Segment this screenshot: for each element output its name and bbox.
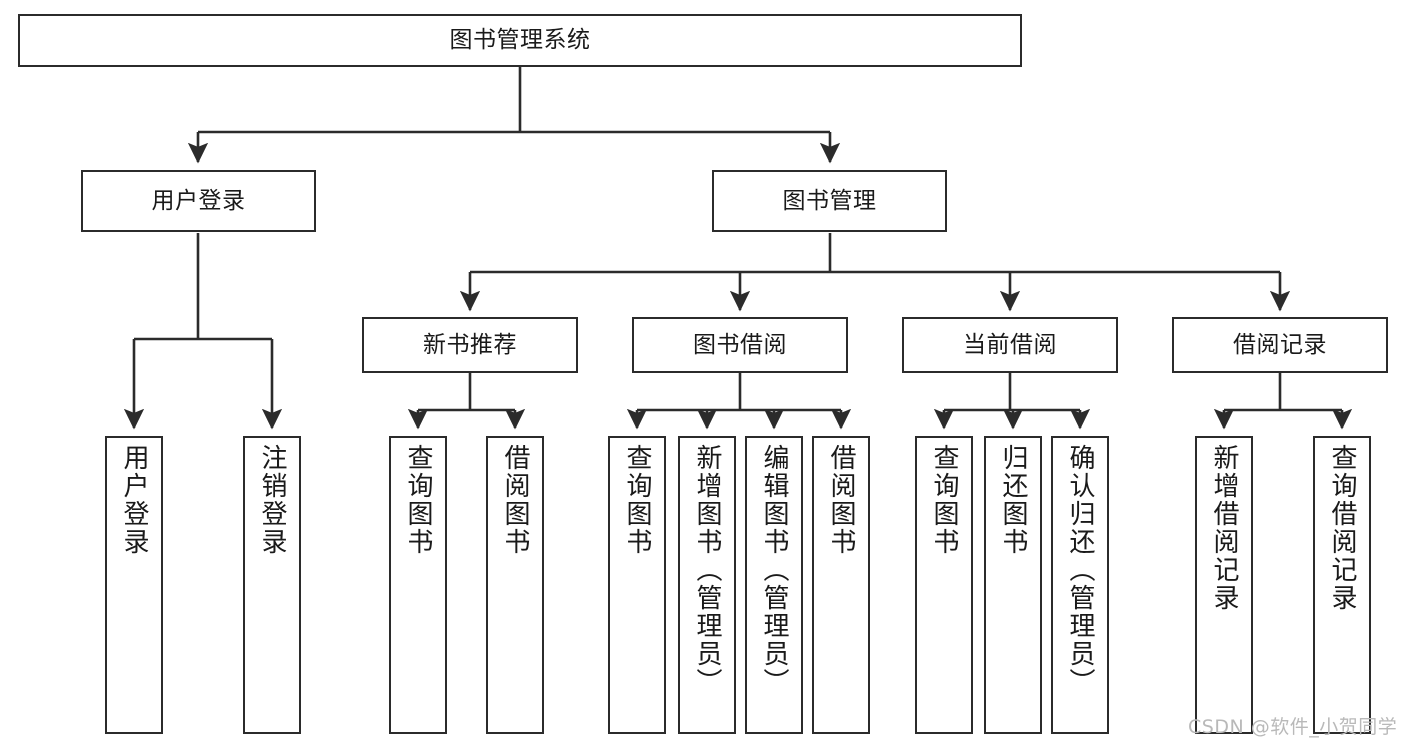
node-label: 新书推荐 <box>423 331 517 358</box>
node-user-login[interactable]: 用户登录 <box>81 170 316 232</box>
node-label: 图书管理 <box>782 187 877 214</box>
node-leaf-query-book-borrow[interactable]: 查询图书 <box>608 436 666 734</box>
node-borrow-record[interactable]: 借阅记录 <box>1172 317 1388 373</box>
node-label: 图书管理系统 <box>449 27 591 54</box>
node-leaf-add-borrow-record[interactable]: 新增借阅记录 <box>1195 436 1253 734</box>
node-leaf-query-book-current[interactable]: 查询图书 <box>915 436 973 734</box>
node-label: 用户登录 <box>151 187 246 214</box>
node-label: 借阅图书 <box>826 444 857 556</box>
node-current-borrow[interactable]: 当前借阅 <box>902 317 1118 373</box>
node-label: 注销登录 <box>257 444 288 556</box>
node-label: 新增图书（管理员） <box>692 444 723 696</box>
node-leaf-user-logout[interactable]: 注销登录 <box>243 436 301 734</box>
node-leaf-return-book[interactable]: 归还图书 <box>984 436 1042 734</box>
node-leaf-confirm-return[interactable]: 确认归还（管理员） <box>1051 436 1109 734</box>
node-label: 用户登录 <box>119 444 150 556</box>
node-label: 查询图书 <box>929 444 960 556</box>
node-leaf-borrow-book[interactable]: 借阅图书 <box>812 436 870 734</box>
csdn-watermark: CSDN @软件_小贺同学 <box>1188 716 1398 738</box>
node-leaf-borrow-book-recommend[interactable]: 借阅图书 <box>486 436 544 734</box>
node-leaf-query-book-recommend[interactable]: 查询图书 <box>389 436 447 734</box>
node-root-book-management-system[interactable]: 图书管理系统 <box>18 14 1022 67</box>
node-book-management[interactable]: 图书管理 <box>712 170 947 232</box>
node-label: 借阅记录 <box>1233 331 1327 358</box>
node-leaf-user-login[interactable]: 用户登录 <box>105 436 163 734</box>
node-label: 新增借阅记录 <box>1209 444 1240 612</box>
node-label: 查询图书 <box>403 444 434 556</box>
node-label: 确认归还（管理员） <box>1065 444 1096 696</box>
node-leaf-add-book[interactable]: 新增图书（管理员） <box>678 436 736 734</box>
node-leaf-query-borrow-record[interactable]: 查询借阅记录 <box>1313 436 1371 734</box>
node-label: 图书借阅 <box>693 331 787 358</box>
node-new-book-recommend[interactable]: 新书推荐 <box>362 317 578 373</box>
node-label: 查询借阅记录 <box>1327 444 1358 612</box>
node-label: 借阅图书 <box>500 444 531 556</box>
node-label: 当前借阅 <box>963 331 1057 358</box>
node-label: 查询图书 <box>622 444 653 556</box>
node-leaf-edit-book[interactable]: 编辑图书（管理员） <box>745 436 803 734</box>
node-book-borrow[interactable]: 图书借阅 <box>632 317 848 373</box>
node-label: 编辑图书（管理员） <box>759 444 790 696</box>
node-label: 归还图书 <box>998 444 1029 556</box>
